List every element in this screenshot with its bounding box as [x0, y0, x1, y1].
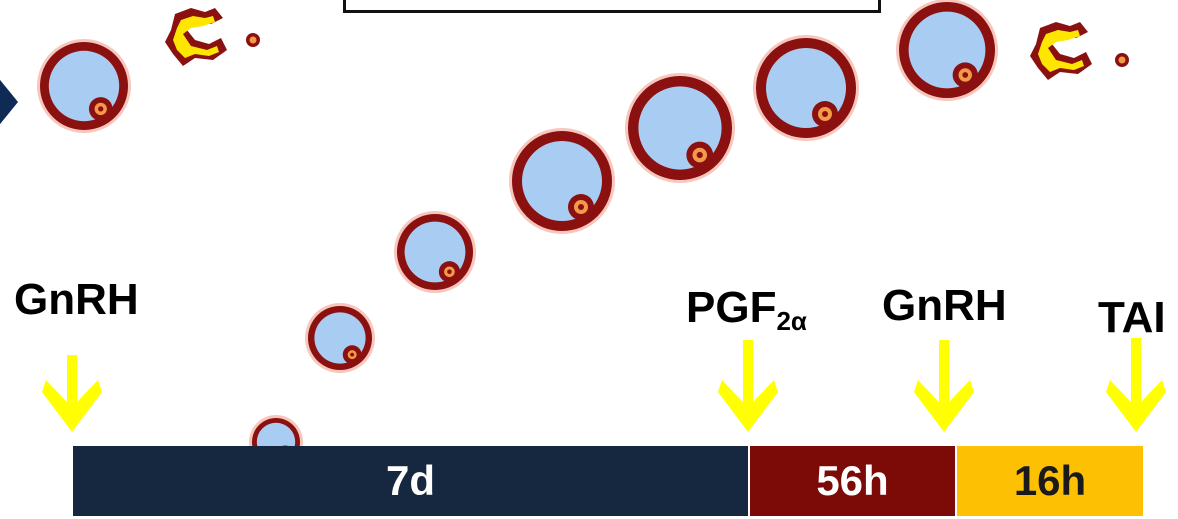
down-arrow-icon: [42, 355, 102, 432]
event-label-pgf2a: PGF2α: [686, 283, 807, 337]
follicle-icon: [394, 211, 476, 293]
follicle-icon: [305, 303, 375, 373]
period-bar-7d: 7d: [73, 446, 748, 516]
down-arrow-icon: [1106, 338, 1166, 432]
follicle-icon: [509, 128, 615, 234]
down-arrow-icon: [914, 340, 974, 432]
event-label-gnrh-2: GnRH: [882, 281, 1007, 330]
corpus-luteum-icon: [165, 8, 260, 66]
follicle-icon: [37, 39, 131, 133]
event-label-gnrh-1: GnRH: [14, 275, 139, 324]
follicle-icon: [896, 0, 998, 101]
down-arrow-icon: [718, 340, 778, 432]
corpus-luteum-icon: [1030, 22, 1129, 80]
period-bar-16h: 16h: [957, 446, 1143, 516]
follicle-icon: [625, 73, 735, 183]
chevron-right-icon: [0, 70, 18, 134]
event-label-tai: TAI: [1098, 293, 1166, 342]
title-box: [343, 0, 881, 13]
period-bar-56h: 56h: [750, 446, 955, 516]
follicle-icon: [753, 35, 859, 141]
